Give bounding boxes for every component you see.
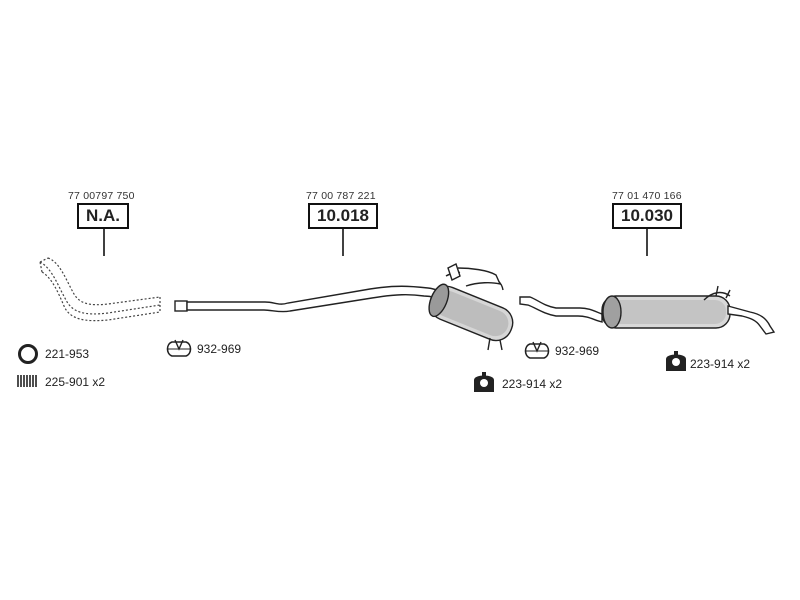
ring-gasket-icon [18,344,38,364]
middle-pipe [174,285,445,313]
hanger-label-1: 223-914 x2 [502,377,563,391]
part-code-front: N.A. [77,203,129,229]
clamp-icon [524,341,550,359]
hanger-label-2: 223-914 x2 [690,357,751,371]
spring-icon [17,375,37,387]
oe-number-front: 77 00797 750 [68,190,135,202]
oe-number-middle: 77 00 787 221 [306,190,376,202]
rubber-hanger-icon [474,372,494,392]
front-pipe [39,257,161,322]
part-code-rear: 10.030 [612,203,682,229]
rear-section [519,285,776,335]
middle-muffler [428,263,514,351]
part-code-middle: 10.018 [308,203,378,229]
rubber-hanger-icon [666,351,686,371]
clamp-label-1: 932-969 [197,342,242,356]
ring-gasket-label: 221-953 [45,347,90,361]
spring-label: 225-901 x2 [45,375,106,389]
clamp-label-2: 932-969 [555,344,600,358]
oe-number-rear: 77 01 470 166 [612,190,682,202]
clamp-icon [166,339,192,357]
